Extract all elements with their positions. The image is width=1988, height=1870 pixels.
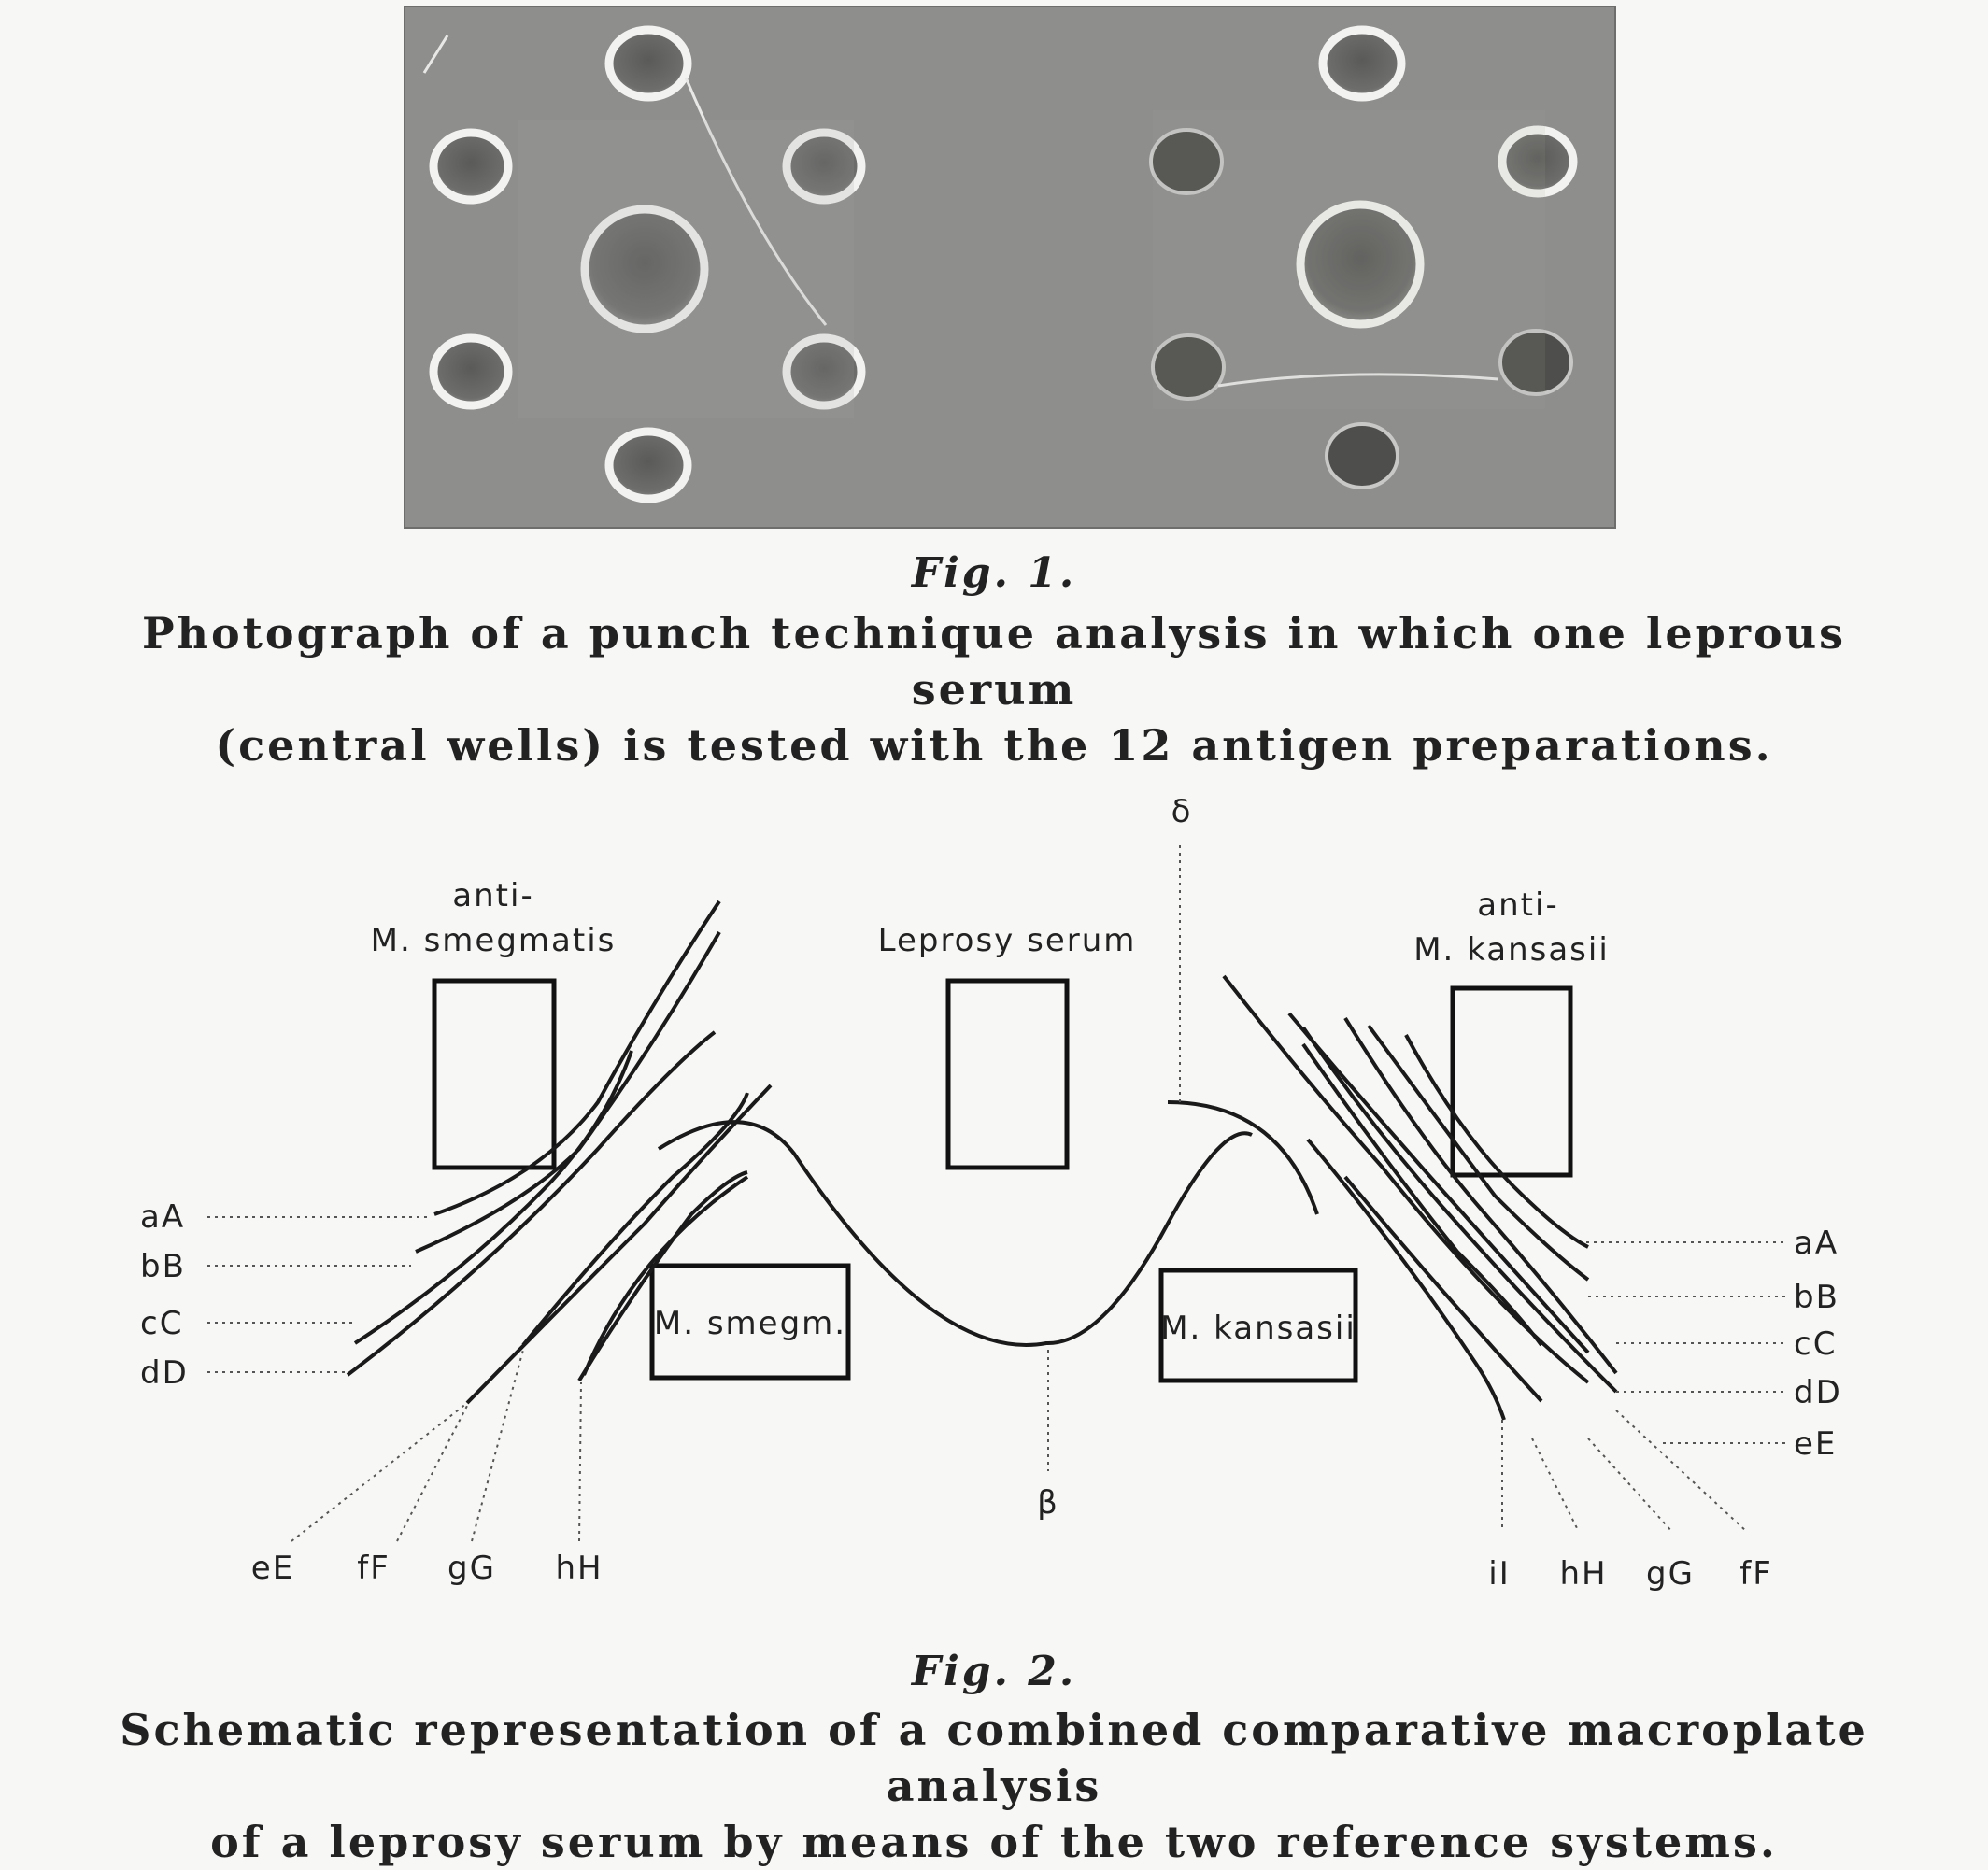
- right-label-bB: bB: [1794, 1279, 1839, 1316]
- figure-1-caption-line-1: Photograph of a punch technique analysis…: [141, 608, 1847, 715]
- punch-plate-photograph: [404, 6, 1616, 529]
- left-precipitation-arcs: [346, 900, 773, 1405]
- anti-smegmatis-well: [432, 978, 557, 1170]
- anti-smegmatis-label-line-1: anti-: [452, 877, 533, 914]
- figure-2-label: Fig. 2.: [911, 1648, 1077, 1695]
- leprosy-serum-well: [945, 978, 1070, 1170]
- left-label-aA: aA: [140, 1198, 185, 1236]
- macroplate-schematic: anti- M. smegmatis Leprosy serum anti- M…: [140, 793, 1842, 1593]
- figure-2-caption-line-2: of a leprosy serum by means of the two r…: [210, 1817, 1778, 1867]
- right-label-aA: aA: [1794, 1225, 1839, 1262]
- figure-2-caption-line-1: Schematic representation of a combined c…: [120, 1705, 1868, 1811]
- left-label-bB: bB: [140, 1248, 186, 1285]
- right-label-fF: fF: [1740, 1555, 1773, 1593]
- m-kansasii-label: M. kansasii: [1160, 1310, 1356, 1347]
- figure-1-caption-line-2: (central wells) is tested with the 12 an…: [215, 720, 1773, 771]
- left-label-fF: fF: [357, 1550, 390, 1587]
- right-label-hH: hH: [1559, 1555, 1607, 1593]
- leprosy-serum-precipitation-curve: [657, 1120, 1253, 1347]
- left-label-eE: eE: [251, 1550, 294, 1587]
- right-leader-lines: [1501, 1241, 1786, 1533]
- right-label-iI: iI: [1488, 1555, 1510, 1593]
- left-label-hH: hH: [555, 1550, 603, 1587]
- m-smegm-well: [649, 1263, 851, 1381]
- right-label-gG: gG: [1646, 1555, 1695, 1593]
- right-precipitation-arcs: [1222, 974, 1618, 1421]
- m-smegm-label: M. smegm.: [654, 1305, 846, 1342]
- anti-kansasii-well: [1450, 985, 1573, 1178]
- left-label-dD: dD: [140, 1354, 189, 1392]
- figure-1-label: Fig. 1.: [911, 549, 1077, 597]
- right-label-dD: dD: [1794, 1374, 1842, 1411]
- figure-1-caption: Photograph of a punch technique analysis…: [75, 605, 1913, 773]
- anti-kansasii-label-line-1: anti-: [1477, 886, 1558, 924]
- beta-symbol: β: [1037, 1484, 1059, 1522]
- left-leader-lines: [207, 1216, 582, 1542]
- left-label-gG: gG: [447, 1550, 496, 1587]
- leprosy-serum-label: Leprosy serum: [878, 922, 1137, 959]
- m-kansasii-well: [1158, 1268, 1358, 1383]
- delta-symbol: δ: [1172, 793, 1193, 830]
- figure-2-caption: Schematic representation of a combined c…: [75, 1702, 1913, 1870]
- delta-precipitation-arc: [1167, 1100, 1319, 1215]
- anti-smegmatis-label-line-2: M. smegmatis: [371, 922, 617, 959]
- left-label-cC: cC: [140, 1305, 183, 1342]
- anti-kansasii-label-line-2: M. kansasii: [1413, 931, 1610, 969]
- right-label-eE: eE: [1794, 1425, 1837, 1463]
- right-label-cC: cC: [1794, 1325, 1837, 1363]
